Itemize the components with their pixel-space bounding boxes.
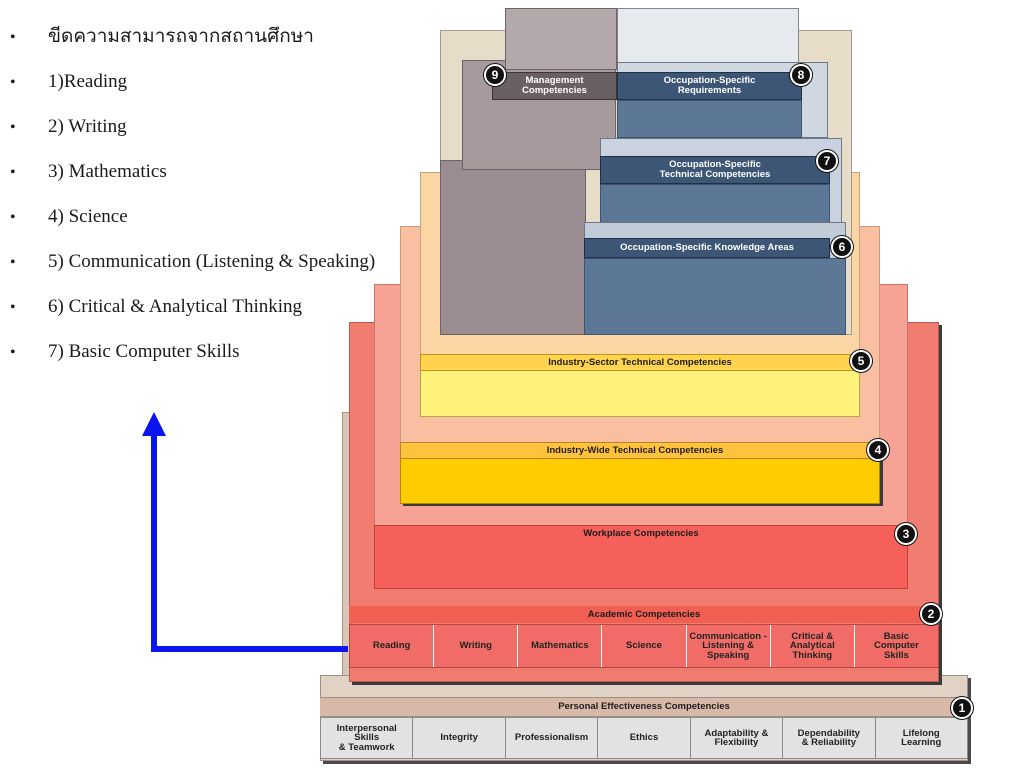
tier4-front bbox=[400, 458, 880, 504]
tier3-front bbox=[374, 525, 908, 589]
arrow-head bbox=[142, 412, 166, 436]
bullet-item: •6) Critical & Analytical Thinking bbox=[10, 296, 302, 317]
tier5-label-bar: Industry-Sector Technical Competencies bbox=[420, 354, 860, 371]
academic-cell: Basic Computer Skills bbox=[854, 625, 938, 667]
academic-competency-cells: Reading Writing Mathematics Science Comm… bbox=[349, 624, 939, 668]
tier6-badge: 6 bbox=[831, 236, 853, 258]
tier4-label-bar: Industry-Wide Technical Competencies bbox=[400, 442, 870, 459]
tier6-label-bar: Occupation-Specific Knowledge Areas bbox=[584, 238, 830, 258]
tier7-label-bar: Occupation-Specific Technical Competenci… bbox=[600, 156, 830, 184]
academic-cell: Reading bbox=[350, 625, 435, 667]
bullet-item: •5) Communication (Listening & Speaking) bbox=[10, 251, 376, 272]
upper-left-step-2 bbox=[505, 8, 617, 70]
tier8-badge: 8 bbox=[790, 64, 812, 86]
tier9-label-bar: Management Competencies bbox=[492, 72, 617, 100]
personal-cell: Interpersonal Skills & Teamwork bbox=[321, 718, 414, 758]
personal-effectiveness-cells: Interpersonal Skills & Teamwork Integrit… bbox=[320, 717, 968, 759]
tier1-label-bar: Personal Effectiveness Competencies bbox=[320, 697, 968, 717]
tier3-badge: 3 bbox=[895, 523, 917, 545]
academic-cell: Communication - Listening & Speaking bbox=[686, 625, 771, 667]
tier7-badge: 7 bbox=[816, 150, 838, 172]
bullet-list: •ขีดความสามารถจากสถานศึกษา •1)Reading •2… bbox=[10, 26, 450, 386]
personal-cell: Dependability & Reliability bbox=[783, 718, 876, 758]
personal-cell: Ethics bbox=[598, 718, 691, 758]
academic-cell: Writing bbox=[434, 625, 519, 667]
upper-right-face-8 bbox=[617, 100, 802, 138]
bullet-item: •1)Reading bbox=[10, 71, 128, 92]
bullet-item: •ขีดความสามารถจากสถานศึกษา bbox=[10, 26, 314, 47]
tier4-badge: 4 bbox=[867, 439, 889, 461]
personal-cell: Lifelong Learning bbox=[875, 718, 967, 758]
bullet-item: •2) Writing bbox=[10, 116, 127, 137]
tier2-label-bar: Academic Competencies bbox=[349, 606, 939, 623]
upper-right-face-7 bbox=[600, 184, 830, 224]
tier3-label-bar: Workplace Competencies bbox=[583, 528, 699, 540]
personal-cell: Professionalism bbox=[505, 718, 599, 758]
personal-cell: Integrity bbox=[413, 718, 506, 758]
tier2-badge: 2 bbox=[920, 603, 942, 625]
tier9-badge: 9 bbox=[484, 64, 506, 86]
tier1-badge: 1 bbox=[951, 697, 973, 719]
arrow-group bbox=[142, 412, 348, 652]
academic-cell: Mathematics bbox=[518, 625, 603, 667]
upper-left-mass bbox=[440, 160, 586, 335]
upper-right-step-top bbox=[617, 8, 799, 70]
academic-cell: Science bbox=[602, 625, 687, 667]
personal-cell: Adaptability & Flexibility bbox=[690, 718, 784, 758]
tier5-front bbox=[420, 370, 860, 417]
academic-cell: Critical & Analytical Thinking bbox=[770, 625, 855, 667]
bullet-item: •3) Mathematics bbox=[10, 161, 167, 182]
bullet-item: •7) Basic Computer Skills bbox=[10, 341, 240, 362]
tier8-label-bar: Occupation-Specific Requirements bbox=[617, 72, 802, 100]
tier5-badge: 5 bbox=[850, 350, 872, 372]
upper-right-face-6 bbox=[584, 258, 846, 335]
arrow-line bbox=[151, 432, 348, 652]
bullet-item: •4) Science bbox=[10, 206, 128, 227]
